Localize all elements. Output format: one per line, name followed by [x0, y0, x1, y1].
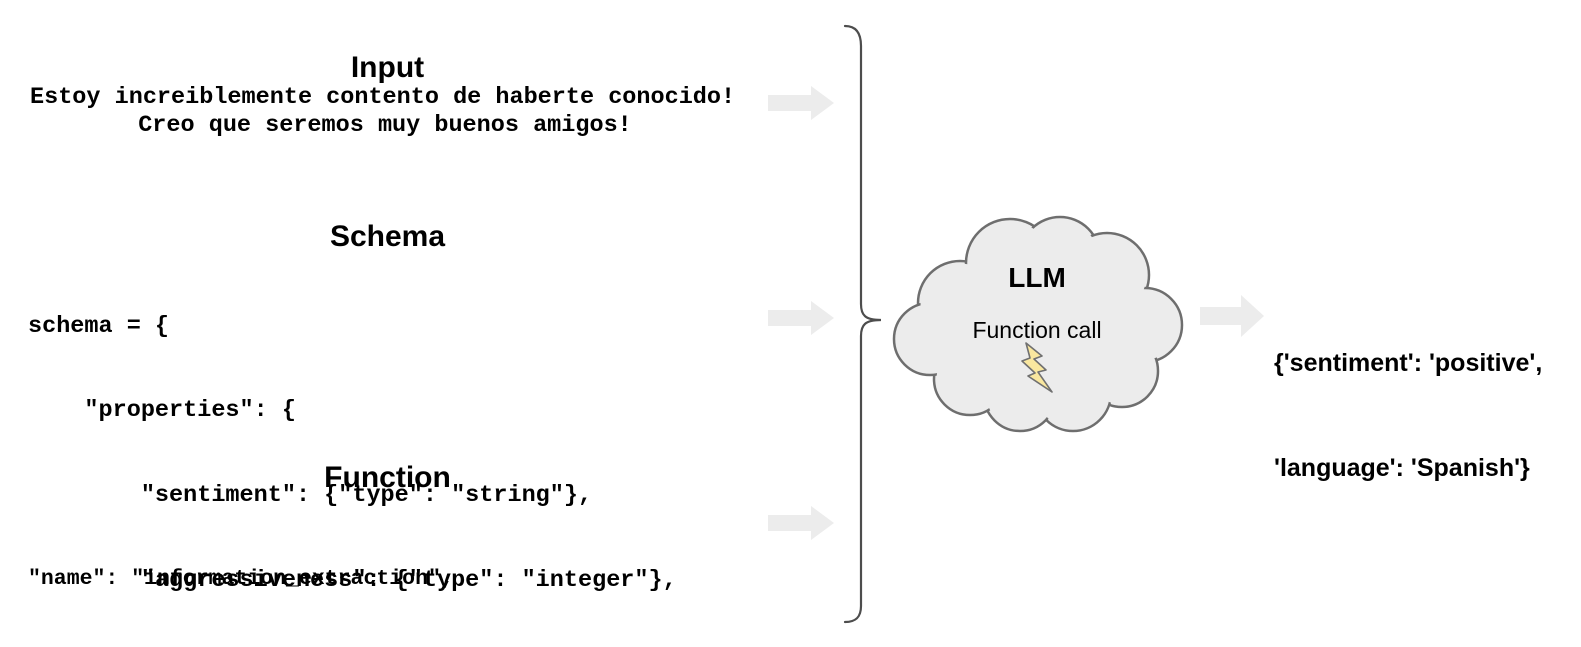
input-section: Input: [30, 50, 745, 86]
output-arrow-icon: [1200, 295, 1264, 337]
input-text-line-1: Estoy increiblemente contento de haberte…: [30, 84, 736, 111]
function-title: Function: [324, 461, 451, 494]
output-line-2: 'language': 'Spanish'}: [1274, 454, 1530, 482]
input-text-line-2: Creo que seremos muy buenos amigos!: [138, 112, 632, 139]
schema-section: Schema: [30, 219, 745, 255]
grouping-brace-icon: [843, 24, 882, 624]
schema-code-line: "properties": {: [28, 397, 296, 425]
schema-code-line: schema = {: [28, 312, 170, 340]
schema-code-block: schema = { "properties": { "sentiment": …: [28, 256, 677, 647]
output-result-text: {'sentiment': 'positive', 'language': 'S…: [1274, 276, 1542, 556]
schema-flow-arrow-icon: [768, 301, 834, 335]
schema-title: Schema: [329, 220, 446, 253]
schema-code-line: "sentiment": {"type": "string"},: [28, 482, 593, 510]
function-code-block: "name": "information_extraction", "descr…: [28, 486, 751, 647]
llm-subtitle: Function call: [972, 317, 1102, 343]
llm-title: LLM: [1008, 262, 1066, 293]
schema-code-line: "aggressiveness": {"type": "integer"},: [28, 567, 677, 595]
input-flow-arrow-icon: [768, 86, 834, 120]
lightning-bolt-icon: [1021, 342, 1053, 393]
function-section: Function: [30, 460, 745, 496]
input-title: Input: [350, 51, 425, 84]
function-flow-arrow-icon: [768, 506, 834, 540]
function-code-line: "name": "information_extraction",: [28, 567, 454, 591]
output-line-1: {'sentiment': 'positive',: [1274, 349, 1543, 377]
